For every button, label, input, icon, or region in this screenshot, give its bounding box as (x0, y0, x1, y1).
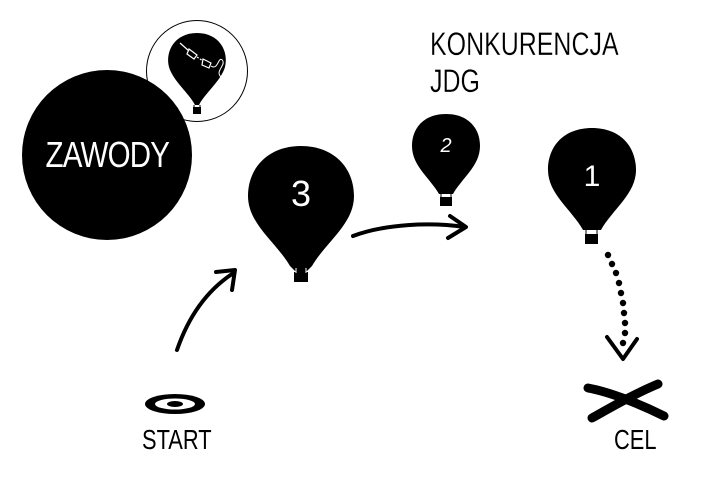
target-icon (145, 394, 205, 414)
balloon-number: 3 (291, 173, 311, 214)
hot-air-balloon-icon (248, 146, 354, 282)
arrow-up-right-icon (175, 268, 237, 352)
balloon-2: 2 (412, 114, 480, 206)
start-label: START (142, 424, 212, 455)
balloon-1: 1 (548, 128, 636, 244)
balloon-number: 1 (584, 160, 601, 193)
page-title: KONKURENCJA JDG (430, 26, 618, 99)
hot-air-balloon-icon (412, 114, 480, 206)
dotted-arrow-down-icon (604, 251, 639, 361)
hot-air-balloon-icon (548, 128, 636, 244)
badge-label: ZAWODY (45, 134, 169, 175)
balloon-with-plug-icon (168, 33, 226, 114)
arrow-right-icon (351, 214, 468, 240)
competition-badge: ZAWODY (22, 70, 192, 240)
balloon-number: 2 (439, 135, 451, 157)
balloon-3: 3 (248, 146, 354, 282)
goal-label: CEL (614, 424, 657, 455)
x-mark-icon (583, 379, 669, 423)
logo-badge (146, 20, 248, 122)
